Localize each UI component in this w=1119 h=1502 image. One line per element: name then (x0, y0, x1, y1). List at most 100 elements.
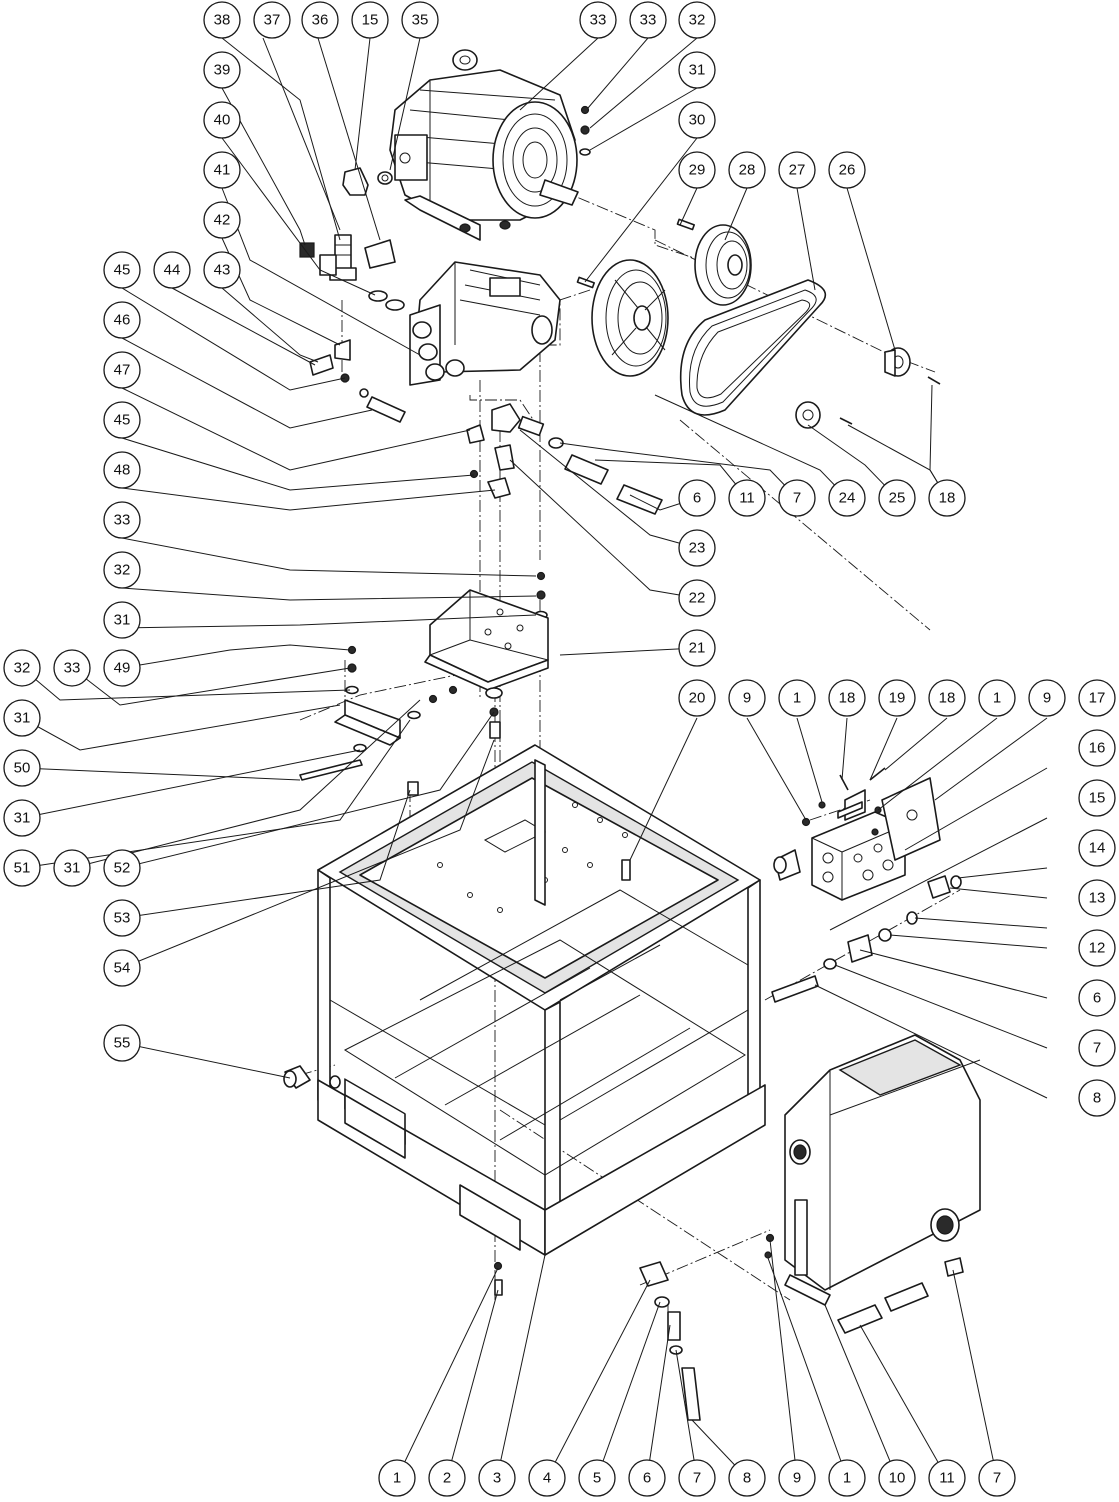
callout-circle (778, 1459, 816, 1497)
callout-number: 1 (393, 1470, 401, 1487)
callout-circle (1078, 729, 1116, 767)
callout-number: 7 (693, 1470, 701, 1487)
callout-circle (828, 479, 866, 517)
callout-circle (778, 479, 816, 517)
callout-bubble: 15 (1078, 779, 1116, 817)
callout-bubble: 31 (103, 601, 141, 639)
callout-circle (1078, 829, 1116, 867)
callout-number: 2 (443, 1470, 451, 1487)
callout-circle (1078, 879, 1116, 917)
callout-number: 16 (1089, 740, 1106, 757)
callout-circle (103, 351, 141, 389)
callout-number: 45 (114, 262, 131, 279)
callout-circle (878, 1459, 916, 1497)
callout-circle (378, 1459, 416, 1497)
callout-bubble: 29 (678, 151, 716, 189)
callout-circle (53, 649, 91, 687)
callout-circle (778, 679, 816, 717)
callout-circle (678, 679, 716, 717)
callout-bubble: 53 (103, 899, 141, 937)
callout-bubble: 50 (3, 749, 41, 787)
callout-number: 18 (839, 690, 856, 707)
callout-circle (728, 1459, 766, 1497)
outlet-fittings (466, 403, 564, 499)
callout-circle (628, 1459, 666, 1497)
callout-number: 9 (793, 1470, 801, 1487)
callout-bubble: 54 (103, 949, 141, 987)
callout-number: 33 (114, 512, 131, 529)
callout-number: 48 (114, 462, 131, 479)
frame-bolt (621, 859, 631, 881)
callout-number: 30 (689, 112, 706, 129)
callout-number: 33 (590, 12, 607, 29)
callout-bubble: 49 (103, 649, 141, 687)
callout-bubble: 37 (253, 1, 291, 39)
callout-circle (103, 551, 141, 589)
motor-pulley (694, 224, 752, 306)
callout-circle (3, 699, 41, 737)
inlet-fitting (283, 1065, 311, 1089)
callout-circle (103, 899, 141, 937)
callout-bubble: 13 (1078, 879, 1116, 917)
callout-bubble: 39 (203, 51, 241, 89)
callout-bubble: 8 (728, 1459, 766, 1497)
callout-circle (1078, 929, 1116, 967)
callout-circle (678, 629, 716, 667)
callout-number: 54 (114, 960, 131, 977)
callout-bubble: 32 (103, 551, 141, 589)
callout-bubble: 24 (828, 479, 866, 517)
callout-number: 26 (839, 162, 856, 179)
callout-number: 42 (214, 212, 231, 229)
callout-number: 31 (14, 710, 31, 727)
v-belt (679, 279, 827, 416)
callout-bubble: 32 (3, 649, 41, 687)
electric-motor (389, 49, 579, 241)
callout-bubble: 42 (203, 201, 241, 239)
callout-bubble: 12 (1078, 929, 1116, 967)
callout-circle (203, 201, 241, 239)
callout-bubble: 11 (928, 1459, 966, 1497)
manifold-block (773, 767, 941, 901)
callout-circle (103, 849, 141, 887)
callout-number: 9 (743, 690, 751, 707)
callout-circle (928, 679, 966, 717)
callout-bubble: 25 (878, 479, 916, 517)
callout-bubble: 23 (678, 529, 716, 567)
callout-bubble: 8 (1078, 1079, 1116, 1117)
callout-circle (678, 579, 716, 617)
callout-circle (103, 301, 141, 339)
callout-bubble: 7 (678, 1459, 716, 1497)
callout-number: 29 (689, 162, 706, 179)
callout-number: 39 (214, 62, 231, 79)
callout-bubble: 45 (103, 251, 141, 289)
callout-number: 22 (689, 590, 706, 607)
side-bracket (299, 645, 503, 796)
callout-bubble: 30 (678, 101, 716, 139)
callout-circle (678, 51, 716, 89)
callout-number: 33 (64, 660, 81, 677)
callout-number: 21 (689, 640, 706, 657)
callout-circle (103, 1024, 141, 1062)
callout-number: 32 (114, 562, 131, 579)
callout-number: 40 (214, 112, 231, 129)
callout-bubble: 9 (778, 1459, 816, 1497)
pressure-pump (409, 261, 561, 386)
callout-bubble: 18 (828, 679, 866, 717)
callout-circle (828, 679, 866, 717)
callout-circle (1028, 679, 1066, 717)
callout-number: 33 (640, 12, 657, 29)
callout-number: 17 (1089, 690, 1106, 707)
callout-bubble: 1 (978, 679, 1016, 717)
callout-number: 8 (743, 1470, 751, 1487)
callout-bubble: 19 (878, 679, 916, 717)
callout-circle (928, 1459, 966, 1497)
callout-circle (103, 649, 141, 687)
callout-bubble: 14 (1078, 829, 1116, 867)
callout-circle (678, 1, 716, 39)
callout-number: 31 (64, 860, 81, 877)
callout-bubble: 32 (678, 1, 716, 39)
callout-number: 50 (14, 760, 31, 777)
callout-circle (3, 849, 41, 887)
callout-number: 18 (939, 690, 956, 707)
callout-circle (3, 799, 41, 837)
